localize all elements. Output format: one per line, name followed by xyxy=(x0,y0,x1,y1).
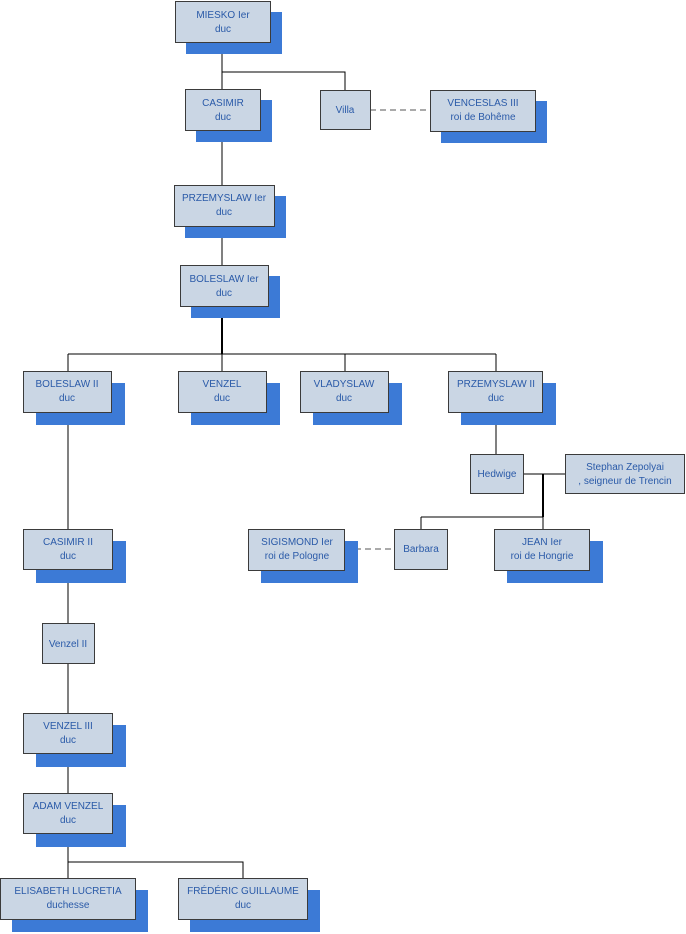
node-sigismond: SIGISMOND Ier roi de Pologne xyxy=(248,529,358,583)
node-title: Hedwige xyxy=(478,469,517,480)
node-box xyxy=(430,90,536,132)
node-vladyslaw: VLADYSLAW duc xyxy=(300,371,402,425)
node-villa: Villa xyxy=(320,90,371,130)
node-subtitle: duc xyxy=(336,393,352,404)
node-title: ELISABETH LUCRETIA xyxy=(14,886,122,897)
node-subtitle: roi de Pologne xyxy=(265,551,330,562)
node-barbara: Barbara xyxy=(394,529,448,570)
node-title: JEAN Ier xyxy=(522,537,563,548)
node-box xyxy=(470,454,524,494)
node-box xyxy=(0,878,136,920)
node-title: PRZEMYSLAW Ier xyxy=(182,193,267,204)
node-title: FRÉDÉRIC GUILLAUME xyxy=(187,884,299,897)
node-subtitle: duc xyxy=(235,900,251,911)
node-title: SIGISMOND Ier xyxy=(261,537,333,548)
node-box xyxy=(42,623,95,664)
node-title: CASIMIR II xyxy=(43,537,93,548)
node-subtitle: , seigneur de Trencin xyxy=(578,476,671,487)
node-subtitle: duc xyxy=(216,207,232,218)
node-jean1: JEAN Ier roi de Hongrie xyxy=(494,529,603,583)
node-box xyxy=(175,1,271,43)
node-adamvenzel: ADAM VENZEL duc xyxy=(23,793,126,847)
node-box xyxy=(494,529,590,571)
node-miesko: MIESKO Ier duc xyxy=(175,1,282,54)
node-subtitle: duc xyxy=(215,112,231,123)
edge-hedwige-children xyxy=(420,516,544,529)
node-przemyslaw2: PRZEMYSLAW II duc xyxy=(448,371,556,425)
node-title: VLADYSLAW xyxy=(314,379,375,390)
node-title: BOLESLAW II xyxy=(36,379,99,390)
node-venzel2: Venzel II xyxy=(42,623,95,664)
node-title: MIESKO Ier xyxy=(196,10,250,21)
node-casimir2: CASIMIR II duc xyxy=(23,529,126,583)
node-box xyxy=(248,529,345,571)
node-title: Barbara xyxy=(403,544,439,555)
node-subtitle: duc xyxy=(59,393,75,404)
node-subtitle: duc xyxy=(60,735,76,746)
node-title: PRZEMYSLAW II xyxy=(457,379,535,390)
node-box xyxy=(448,371,543,413)
node-subtitle: duc xyxy=(488,393,504,404)
node-title: Venzel II xyxy=(49,639,87,650)
node-box xyxy=(394,529,448,570)
edge-boleslaw1-children xyxy=(67,353,497,371)
node-stephan: Stephan Zepolyai , seigneur de Trencin xyxy=(565,454,685,494)
node-box xyxy=(300,371,389,413)
node-box xyxy=(178,371,267,413)
node-title: VENCESLAS III xyxy=(447,98,518,109)
node-subtitle: duc xyxy=(214,393,230,404)
node-title: Stephan Zepolyai xyxy=(586,462,664,473)
node-title: VENZEL xyxy=(203,379,242,390)
node-subtitle: roi de Bohême xyxy=(450,112,515,123)
node-venceslas3: VENCESLAS III roi de Bohême xyxy=(430,90,547,143)
node-frederic: FRÉDÉRIC GUILLAUME duc xyxy=(178,878,320,932)
node-hedwige: Hedwige xyxy=(470,454,524,494)
node-subtitle: duc xyxy=(60,551,76,562)
node-box xyxy=(23,371,112,413)
node-boleslaw2: BOLESLAW II duc xyxy=(23,371,125,425)
node-box xyxy=(178,878,308,920)
node-subtitle: duc xyxy=(60,815,76,826)
node-casimir: CASIMIR duc xyxy=(185,89,272,142)
node-box xyxy=(320,90,371,130)
node-venzel: VENZEL duc xyxy=(178,371,280,425)
node-subtitle: roi de Hongrie xyxy=(511,551,574,562)
node-boleslaw1: BOLESLAW Ier duc xyxy=(180,265,280,318)
node-przemyslaw1: PRZEMYSLAW Ier duc xyxy=(174,185,286,238)
node-title: Villa xyxy=(336,105,355,116)
node-box xyxy=(185,89,261,131)
node-box xyxy=(174,185,275,227)
node-box xyxy=(180,265,269,307)
node-title: ADAM VENZEL xyxy=(33,801,104,812)
node-title: BOLESLAW Ier xyxy=(189,274,259,285)
node-subtitle: duc xyxy=(216,288,232,299)
node-elisabeth: ELISABETH LUCRETIA duchesse xyxy=(0,878,148,932)
node-box xyxy=(23,793,113,834)
node-venzel3: VENZEL III duc xyxy=(23,713,126,767)
node-box xyxy=(23,713,113,754)
node-title: CASIMIR xyxy=(202,98,244,109)
node-box xyxy=(565,454,685,494)
node-title: VENZEL III xyxy=(43,721,93,732)
node-subtitle: duc xyxy=(215,24,231,35)
node-subtitle: duchesse xyxy=(47,900,90,911)
node-box xyxy=(23,529,113,570)
